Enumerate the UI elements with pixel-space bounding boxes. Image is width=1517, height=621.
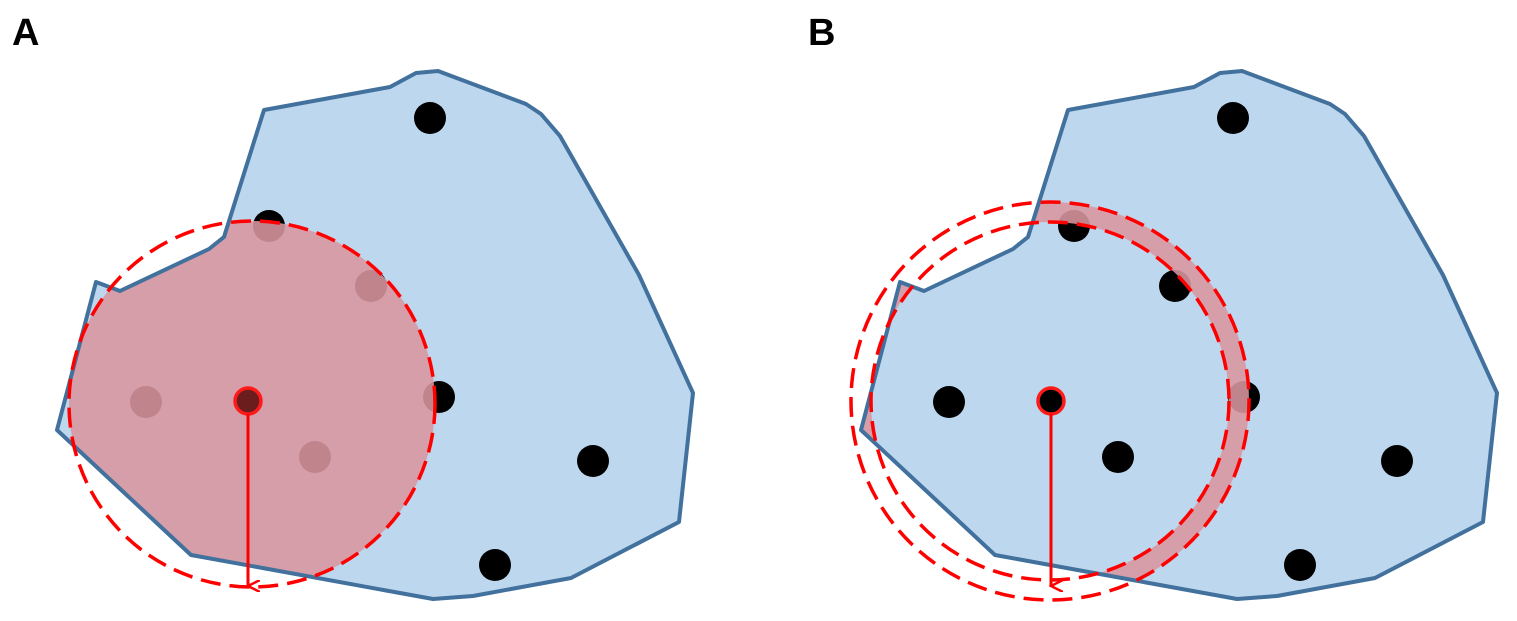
center-point-b	[1036, 386, 1066, 416]
outer-circle-b	[849, 200, 1251, 602]
panel-label-a: A	[12, 12, 40, 54]
data-point	[414, 102, 446, 134]
neighborhood-circle-a	[67, 219, 437, 589]
inner-circle-b	[869, 220, 1231, 582]
center-point-a	[233, 386, 263, 416]
region-outline-b	[859, 69, 1499, 601]
panel-a	[55, 69, 695, 601]
region-outline-a	[55, 69, 695, 601]
data-point	[479, 549, 511, 581]
data-point	[577, 445, 609, 477]
panel-label-b: B	[808, 12, 836, 54]
